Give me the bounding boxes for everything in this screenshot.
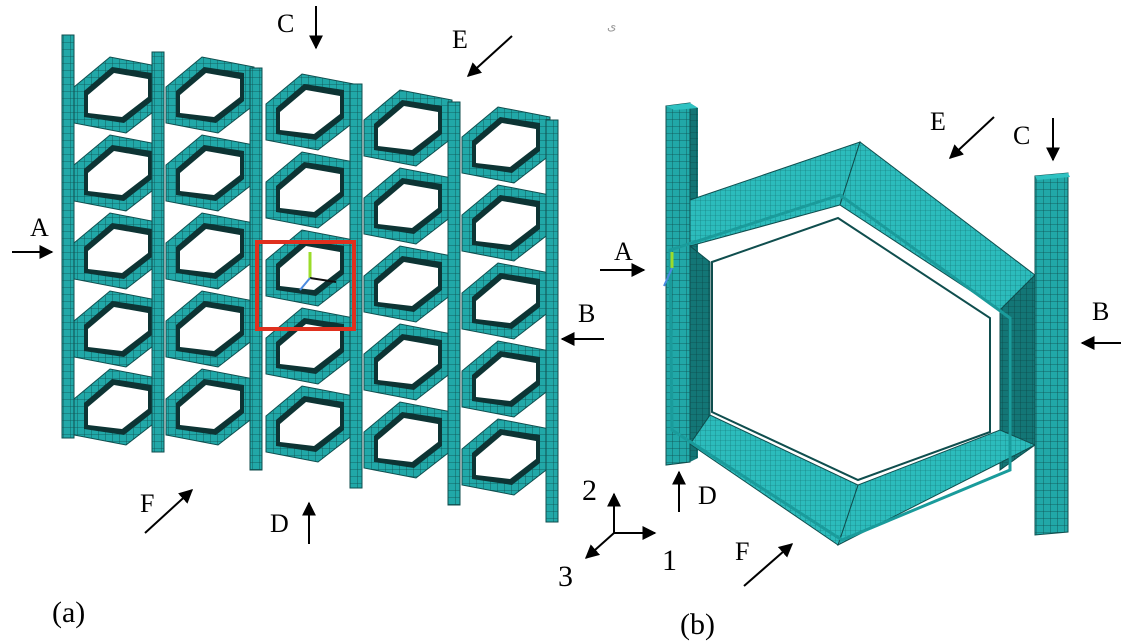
right-wall-b — [1034, 172, 1070, 536]
axis-label-3: 3 — [558, 560, 573, 593]
cell-hole — [88, 307, 148, 351]
cell-hole — [378, 262, 438, 306]
cell-hole — [88, 229, 148, 273]
honeycomb-cell — [461, 340, 551, 418]
honeycomb-cell — [165, 212, 255, 290]
cell-hole — [88, 151, 148, 195]
hexagon-ring-b — [668, 141, 1037, 546]
honeycomb-cell — [265, 385, 355, 463]
cell-hole — [88, 73, 148, 117]
cell-hole — [476, 435, 536, 479]
arrow-a-E — [466, 35, 513, 77]
cell-hole — [378, 184, 438, 228]
cell-hole — [280, 402, 340, 446]
cell-hole — [378, 340, 438, 384]
honeycomb-cell — [73, 134, 163, 212]
honeycomb-cell — [363, 245, 453, 323]
label-b-D: D — [698, 481, 717, 510]
honeycomb-cell — [73, 368, 163, 446]
honeycomb-cell — [363, 167, 453, 245]
caption-a: (a) — [52, 596, 85, 629]
honeycomb-cell — [461, 418, 551, 496]
cell-hole — [180, 229, 240, 273]
label-a-C: C — [277, 9, 294, 38]
honeycomb-cell — [363, 89, 453, 167]
wall-strip — [151, 51, 165, 453]
label-b-E: E — [930, 107, 946, 136]
cell-hole — [180, 307, 240, 351]
label-b-A: A — [614, 237, 633, 266]
cell-hole — [180, 385, 240, 429]
honeycomb-cell — [461, 184, 551, 262]
honeycomb-cell — [73, 290, 163, 368]
cell-hole — [88, 385, 148, 429]
honeycomb-cell — [265, 307, 355, 385]
arrow-b-F — [743, 543, 794, 587]
local-axis-triad-a — [299, 252, 337, 291]
label-b-B: B — [1092, 297, 1109, 326]
honeycomb-cell — [165, 134, 255, 212]
panel-b-unit-cell: A B C D E F (b) — [600, 102, 1121, 641]
wall-strip — [447, 101, 461, 506]
honeycomb-cell — [363, 323, 453, 401]
cell-hole — [476, 201, 536, 245]
honeycomb-cell — [73, 212, 163, 290]
honeycomb-cell — [265, 73, 355, 151]
unit-cell-highlight-box — [255, 240, 356, 331]
global-axis-triad — [584, 492, 657, 559]
hexagon-hole-b — [711, 216, 991, 482]
honeycomb-cell — [165, 290, 255, 368]
label-a-E: E — [452, 25, 468, 54]
honeycomb-cells — [73, 56, 551, 496]
stray-mark: ى — [607, 19, 616, 33]
honeycomb-cell — [165, 56, 255, 134]
label-b-F: F — [735, 537, 749, 566]
cell-hole — [476, 123, 536, 167]
cell-hole — [180, 151, 240, 195]
panel-a-honeycomb-array: A B C D E F (a) — [12, 6, 604, 629]
honeycomb-cell — [265, 151, 355, 229]
honeycomb-cell — [73, 56, 163, 134]
honeycomb-cell — [363, 401, 453, 479]
cell-hole — [476, 357, 536, 401]
cell-hole — [180, 73, 240, 117]
honeycomb-cell — [461, 106, 551, 184]
axis-label-2: 2 — [582, 474, 597, 507]
honeycomb-cell — [461, 262, 551, 340]
wall-strip — [61, 34, 75, 439]
cell-hole — [378, 106, 438, 150]
cell-hole — [280, 324, 340, 368]
arrow-b-E — [948, 116, 995, 159]
label-a-F: F — [140, 489, 154, 518]
local-axis-triad-b — [663, 252, 674, 287]
axis-label-1: 1 — [662, 544, 677, 577]
label-a-A: A — [30, 213, 49, 242]
wall-strip — [545, 119, 559, 523]
vertical-wall-strips — [61, 34, 559, 523]
caption-b: (b) — [680, 608, 715, 641]
arrow-a-F — [144, 489, 194, 534]
cell-hole — [280, 90, 340, 134]
label-b-C: C — [1013, 121, 1030, 150]
cell-hole — [280, 168, 340, 212]
cell-hole — [476, 279, 536, 323]
honeycomb-cell — [165, 368, 255, 446]
label-a-B: B — [578, 299, 595, 328]
label-a-D: D — [270, 509, 289, 538]
cell-hole — [378, 418, 438, 462]
